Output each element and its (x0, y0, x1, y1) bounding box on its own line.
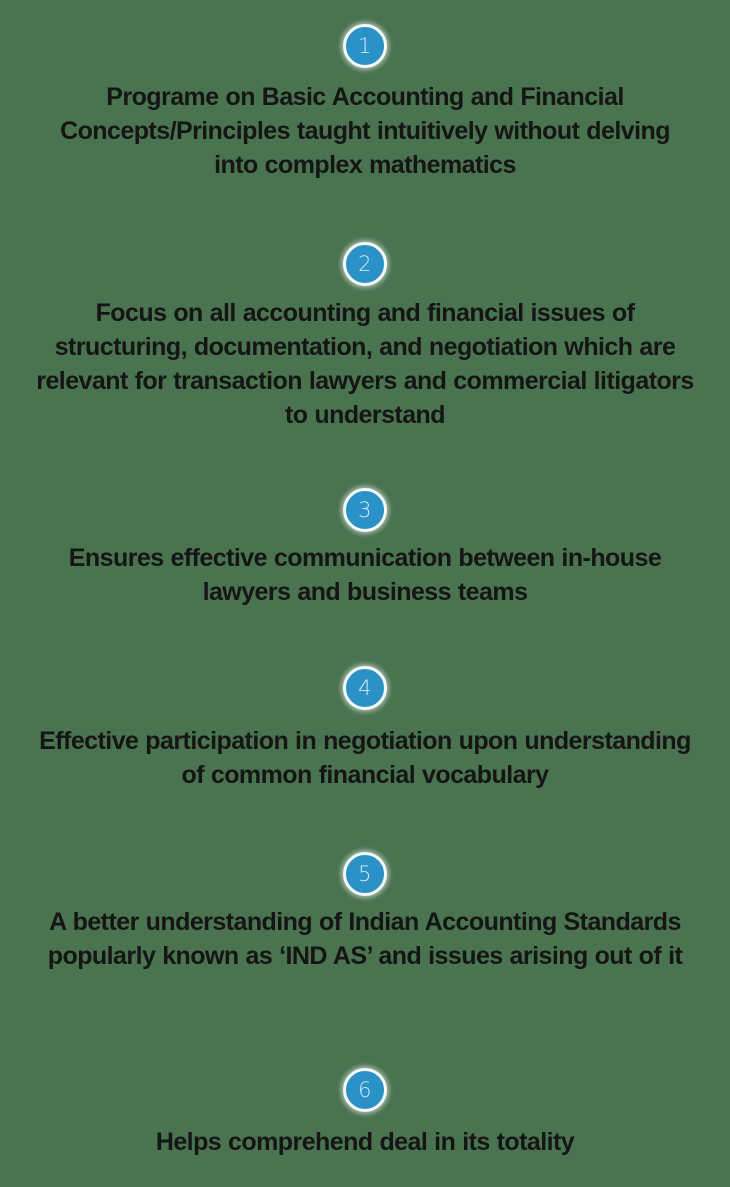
step-number-badge: 6 (343, 1068, 387, 1112)
step-number-badge: 3 (343, 488, 387, 532)
benefit-description: Programe on Basic Accounting and Financi… (60, 83, 670, 179)
step-number-label: 3 (358, 497, 372, 522)
benefit-description: Effective participation in negotiation u… (39, 727, 691, 789)
benefit-item: 5 A better understanding of Indian Accoun… (0, 852, 730, 998)
step-number-label: 1 (358, 33, 372, 58)
step-number-badge: 5 (343, 852, 387, 896)
step-number-label: 2 (358, 251, 372, 276)
step-number-badge: 1 (343, 24, 387, 68)
benefit-description: Ensures effective communication between … (68, 544, 662, 606)
step-number-badge: 4 (343, 666, 387, 710)
step-number-badge: 2 (343, 242, 387, 286)
benefit-description: Focus on all accounting and financial is… (36, 299, 694, 429)
step-number-label: 5 (358, 861, 372, 886)
step-number-label: 6 (358, 1077, 372, 1102)
benefit-description: A better understanding of Indian Account… (47, 908, 683, 970)
step-number-label: 4 (358, 675, 372, 700)
benefit-description: Helps comprehend deal in its totality (155, 1128, 575, 1156)
